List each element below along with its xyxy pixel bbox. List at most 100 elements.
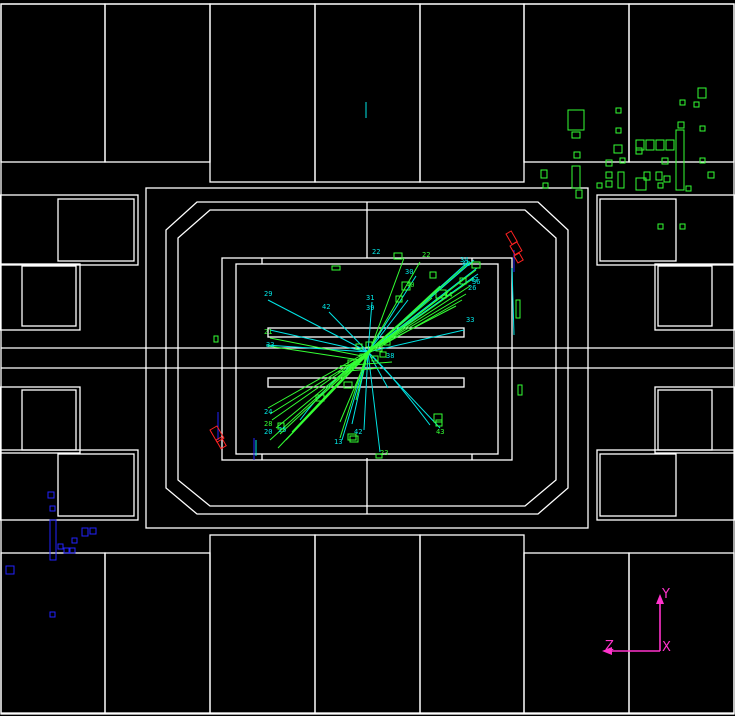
track-label: 13 [334,438,342,446]
tracker-octagon-outer [165,201,569,515]
green-track [267,345,361,361]
green-hit [693,101,700,108]
track-label: 28 [264,420,272,428]
green-hit [635,147,643,155]
track-label: 25 [278,426,286,434]
cyan-track [367,351,389,389]
blue-hit [49,505,56,512]
blue-hit [63,547,70,554]
green-track [337,367,381,373]
cyan-track [265,344,369,353]
track-label: 22 [372,248,380,256]
cyan-track [367,351,441,429]
green-track [339,352,368,439]
track-label: 26 [468,284,476,292]
vertex-hit [383,339,391,346]
track-label: 38 [386,352,394,360]
green-track [367,291,449,354]
cyan-track [511,267,515,336]
green-hit [605,171,613,179]
left-module-bot-outer [0,449,139,521]
cyan-track [267,299,369,353]
track-label: 42 [354,428,362,436]
central-slab-upper [267,327,465,338]
green-hit [699,157,706,164]
green-hit [331,265,341,271]
green-hit [542,182,549,189]
blue-hit [89,527,97,535]
green-tracks [267,257,477,449]
green-hit [605,180,613,188]
vertex-hit [359,353,367,360]
track-label: 23 [380,449,388,457]
green-track [267,351,368,409]
green-hit [567,109,585,131]
green-hit [619,157,626,164]
track-label: 29 [264,290,272,298]
cyan-track [367,301,373,353]
track-label: 42 [322,303,330,311]
blue-hit [47,491,55,499]
green-hit [213,335,219,343]
green-track [271,351,370,421]
green-hit [277,422,285,430]
green-hit [643,171,651,181]
track-label: 30 [405,268,413,276]
green-hit [635,177,647,191]
green-track [366,261,471,353]
green-hit [635,139,645,151]
green-hit [435,289,447,299]
green-hit [679,99,686,106]
green-hit [515,299,521,319]
left-module-mid-outer [0,263,81,331]
green-hit [661,157,669,165]
green-hit [573,151,581,159]
blue-hit [5,565,15,575]
green-hit [685,185,692,192]
green-hit [401,281,411,291]
y-axis-label: Y [661,587,670,602]
green-hit [429,271,437,279]
green-hit [675,129,685,191]
right-module-bot-inner [599,453,677,517]
red-hit [509,241,523,256]
green-hit [435,419,443,427]
cyan-track [367,275,417,353]
vertex-hit [375,345,383,352]
inner-cylinder-inner [235,263,499,455]
vertex-hit [355,343,363,350]
track-label: 46 [462,260,470,268]
right-module-bot-outer [596,449,735,521]
blue-hit [81,527,89,537]
track-label: 34 [460,256,468,264]
vertex-hit [365,341,373,348]
cyan-track [269,329,369,353]
track-label: 31 [366,294,374,302]
green-hit [375,453,383,459]
right-module-mid-inner [657,265,713,327]
green-hit [395,295,403,303]
inner-barrel [145,187,589,529]
green-hit [665,139,675,151]
track-label: 33 [466,316,474,324]
vertex-hit [371,355,379,362]
green-hit [657,182,664,189]
track-label: 20 [264,428,272,436]
left-module-mid-inner [21,265,77,327]
z-axis-arrow [602,647,612,655]
green-hit [655,139,665,151]
red-hit [513,252,524,264]
calorimeter-hits [5,87,715,618]
green-hit [433,413,443,423]
blue-hit [57,543,64,550]
green-track [366,305,457,353]
cyan-track [363,351,369,431]
green-hit [697,87,707,99]
track-label: 24 [264,408,272,416]
green-hit [575,189,583,199]
track-label: 21 [264,328,272,336]
blue-hit [71,537,78,544]
green-hit [707,171,715,179]
